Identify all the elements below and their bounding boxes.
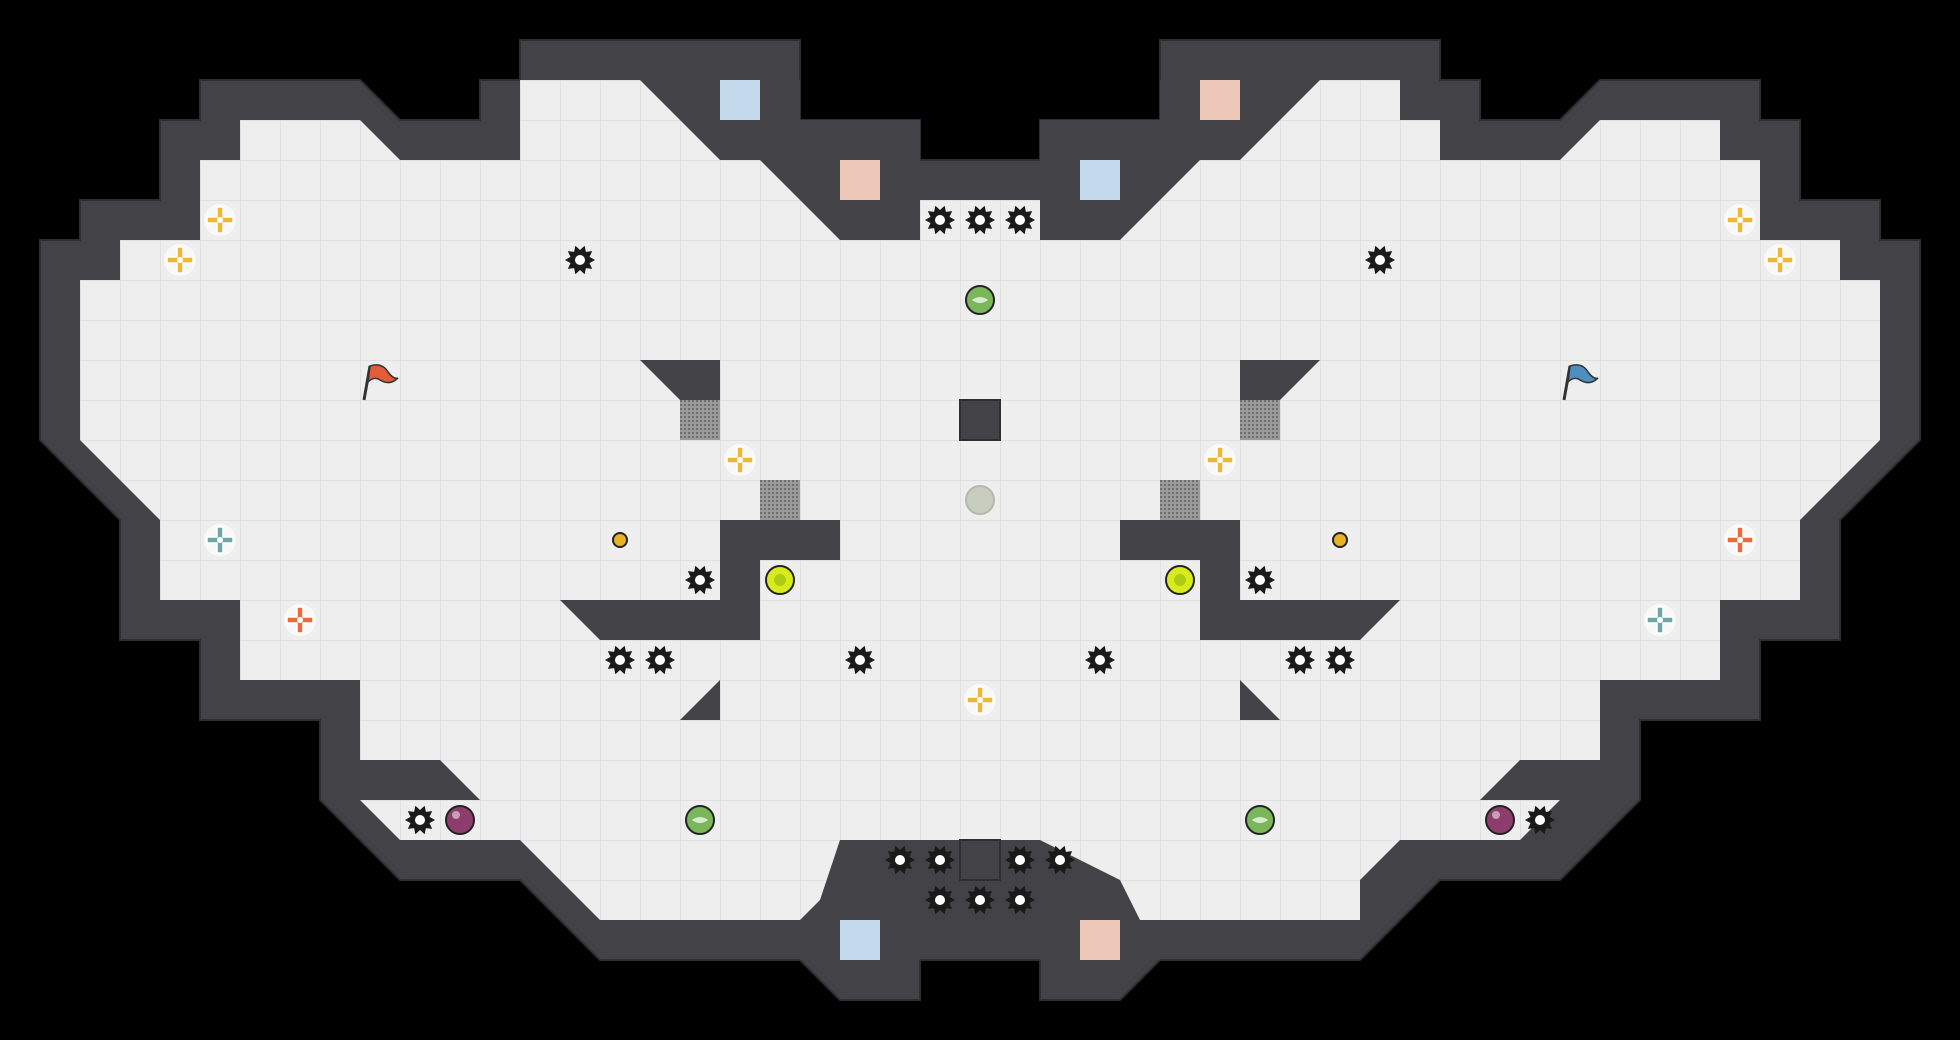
spike-icon: [1325, 645, 1355, 675]
wall-block: [959, 839, 1001, 881]
spike-icon: [645, 645, 675, 675]
gate-tile: [680, 400, 720, 440]
energy-orb-icon: [1165, 565, 1195, 595]
spike-icon: [405, 805, 435, 835]
red-team-tile: [840, 160, 880, 200]
powerup-icon: [965, 285, 995, 315]
energy-orb-icon: [765, 565, 795, 595]
wall-segment: [640, 360, 720, 400]
wall-segment: [1120, 520, 1400, 640]
powerup-icon: [1245, 805, 1275, 835]
boost-icon: [1724, 524, 1756, 556]
wall-segment: [560, 520, 840, 640]
spike-icon: [1245, 565, 1275, 595]
wall-segment: [680, 640, 760, 720]
spike-icon: [925, 885, 955, 915]
bomb-icon: [1485, 805, 1515, 835]
spike-icon: [1005, 845, 1035, 875]
spike-icon: [965, 205, 995, 235]
red-team-tile: [1200, 80, 1240, 120]
boost-icon: [1724, 204, 1756, 236]
spike-icon: [1365, 245, 1395, 275]
spike-icon: [885, 845, 915, 875]
spike-icon: [1085, 645, 1115, 675]
spike-icon: [685, 565, 715, 595]
spike-icon: [1005, 885, 1035, 915]
boost-icon: [1764, 244, 1796, 276]
spike-icon: [1045, 845, 1075, 875]
spike-icon: [925, 845, 955, 875]
boost-icon: [1644, 604, 1676, 636]
dot-icon: [612, 532, 628, 548]
red-flag-icon: [362, 364, 399, 401]
wall-segment: [360, 760, 480, 800]
powerup-icon: [685, 805, 715, 835]
gate-tile: [760, 480, 800, 520]
wall-notch: [1040, 840, 1160, 960]
spike-icon: [925, 205, 955, 235]
center-marker-icon: [965, 485, 995, 515]
boost-icon: [204, 204, 236, 236]
spike-icon: [965, 885, 995, 915]
spike-icon: [845, 645, 875, 675]
wall-block: [959, 399, 1001, 441]
gate-tile: [1240, 400, 1280, 440]
boost-icon: [724, 444, 756, 476]
boost-icon: [164, 244, 196, 276]
boost-icon: [964, 684, 996, 716]
boost-icon: [284, 604, 316, 636]
spike-icon: [1525, 805, 1555, 835]
spike-icon: [605, 645, 635, 675]
wall-segment: [1200, 640, 1280, 720]
boost-icon: [1204, 444, 1236, 476]
spike-icon: [1285, 645, 1315, 675]
spike-icon: [1005, 205, 1035, 235]
gate-tile: [1160, 480, 1200, 520]
wall-segment: [1240, 360, 1320, 400]
pieces-layer: [164, 204, 1796, 915]
blue-team-tile: [720, 80, 760, 120]
dot-icon: [1332, 532, 1348, 548]
blue-team-tile: [1080, 160, 1120, 200]
blue-flag-icon: [1562, 364, 1599, 401]
wall-segment: [1480, 760, 1600, 800]
blue-team-tile: [840, 920, 880, 960]
spike-icon: [565, 245, 595, 275]
wall-notch: [800, 840, 920, 960]
bomb-icon: [445, 805, 475, 835]
boost-icon: [204, 524, 236, 556]
red-team-tile: [1080, 920, 1120, 960]
